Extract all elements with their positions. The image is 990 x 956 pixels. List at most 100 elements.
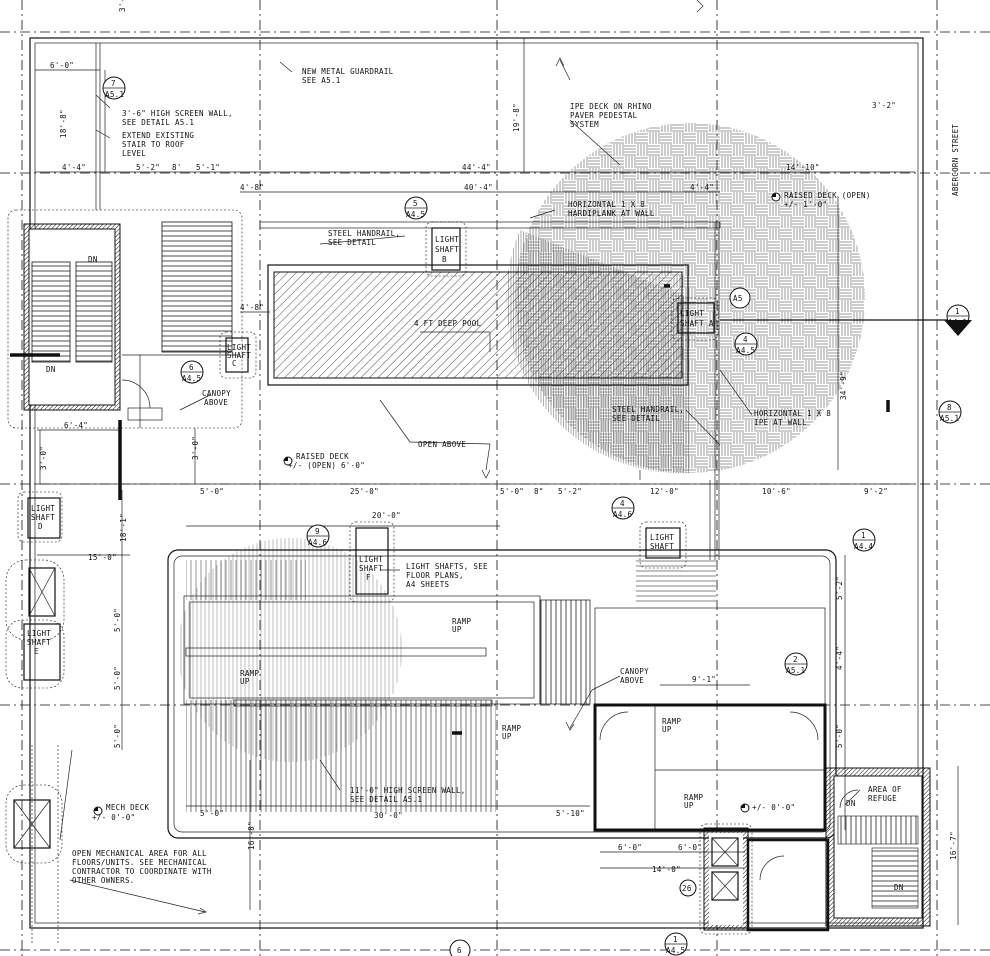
note-open-above: OPEN ABOVE bbox=[418, 440, 466, 449]
svg-text:SEE DETAIL A5.1: SEE DETAIL A5.1 bbox=[350, 795, 422, 804]
svg-text:IPE AT WALL: IPE AT WALL bbox=[754, 418, 807, 427]
svg-text:+/- 1'-0": +/- 1'-0" bbox=[784, 200, 827, 209]
arrow-marks bbox=[197, 0, 704, 915]
detail-bubble-6b: 6 bbox=[449, 939, 471, 956]
note-raised-deck-6: RAISED DECK bbox=[296, 452, 349, 461]
note-raised-deck-open: RAISED DECK (OPEN) bbox=[784, 191, 871, 200]
svg-text:5'-0": 5'-0" bbox=[500, 487, 524, 496]
pool bbox=[259, 221, 721, 560]
svg-text:12'-0": 12'-0" bbox=[650, 487, 679, 496]
detail-bubble-26: 26 bbox=[679, 879, 697, 897]
svg-text:40'-4": 40'-4" bbox=[464, 183, 493, 192]
roof-boundary bbox=[29, 37, 924, 929]
svg-text:LIGHT: LIGHT bbox=[27, 629, 51, 638]
svg-text:19'-8": 19'-8" bbox=[512, 103, 521, 132]
svg-text:5'-0": 5'-0" bbox=[113, 666, 122, 690]
svg-text:SEE DETAIL A5.1: SEE DETAIL A5.1 bbox=[122, 118, 194, 127]
detail-bubble-2: 2A5.1 bbox=[784, 652, 808, 676]
svg-text:3'-0": 3'-0" bbox=[191, 436, 200, 460]
svg-text:SHAFT: SHAFT bbox=[359, 564, 383, 573]
note-steel-handrail-1: STEEL HANDRAIL, bbox=[328, 229, 400, 238]
svg-text:SHAFT: SHAFT bbox=[435, 245, 459, 254]
ramp-up-4: RAMP bbox=[662, 717, 681, 726]
svg-text:SEE DETAIL: SEE DETAIL bbox=[328, 238, 376, 247]
svg-text:UP: UP bbox=[684, 801, 694, 810]
svg-text:LIGHT: LIGHT bbox=[359, 555, 383, 564]
stair-dn-2: DN bbox=[46, 365, 56, 374]
svg-text:SHAFT: SHAFT bbox=[650, 542, 674, 551]
svg-text:A4.5: A4.5 bbox=[406, 210, 425, 219]
svg-text:16'-8": 16'-8" bbox=[247, 821, 256, 850]
note-open-mech: OPEN MECHANICAL AREA FOR ALL bbox=[72, 849, 207, 858]
light-shaft-g: LIGHT SHAFT bbox=[639, 521, 687, 569]
light-shaft-b-label: LIGHT bbox=[435, 235, 459, 244]
ramp-up-2: RAMP bbox=[240, 669, 259, 678]
svg-text:5'-0": 5'-0" bbox=[200, 487, 224, 496]
detail-bubble-9: 9A4.6 bbox=[306, 524, 330, 548]
detail-bubbles: 7A5.1 5A4.5 A5 4A4.5 6A4.5 1A4.1 8A5.1 bbox=[93, 76, 972, 956]
light-shaft-f: LIGHT SHAFT F bbox=[349, 521, 395, 603]
note-hardiplank: HORIZONTAL 1 X 8 bbox=[568, 200, 645, 209]
svg-text:B: B bbox=[442, 255, 447, 264]
svg-text:+/- (OPEN) 6'-0": +/- (OPEN) 6'-0" bbox=[288, 461, 365, 470]
svg-text:A4.5: A4.5 bbox=[736, 346, 755, 355]
svg-text:SHAFT A: SHAFT A bbox=[680, 319, 714, 328]
svg-text:5'-2": 5'-2" bbox=[136, 163, 160, 172]
note-guardrail: NEW METAL GUARDRAIL bbox=[302, 67, 394, 76]
elevation-marker-refuge bbox=[740, 803, 750, 813]
svg-text:4'-4": 4'-4" bbox=[690, 183, 714, 192]
svg-text:+/- 0'-0": +/- 0'-0" bbox=[92, 813, 135, 822]
svg-text:4: 4 bbox=[743, 335, 748, 344]
detail-bubble-1b: 1A4.4 bbox=[852, 528, 876, 552]
svg-text:ABOVE: ABOVE bbox=[204, 398, 228, 407]
note-area-refuge: AREA OF bbox=[868, 785, 902, 794]
light-shaft-d: LIGHT SHAFT D bbox=[27, 497, 61, 539]
svg-text:6'-0": 6'-0" bbox=[618, 843, 642, 852]
svg-text:LIGHT: LIGHT bbox=[31, 504, 55, 513]
svg-text:A4.4: A4.4 bbox=[854, 542, 873, 551]
svg-text:C: C bbox=[232, 359, 237, 368]
svg-text:A4 SHEETS: A4 SHEETS bbox=[406, 580, 450, 589]
svg-text:FLOORS/UNITS. SEE MECHANICAL: FLOORS/UNITS. SEE MECHANICAL bbox=[72, 858, 207, 867]
svg-text:4'-4": 4'-4" bbox=[835, 646, 844, 670]
svg-text:1: 1 bbox=[861, 531, 866, 540]
svg-text:6: 6 bbox=[457, 946, 462, 955]
svg-text:A4.6: A4.6 bbox=[308, 538, 327, 547]
svg-text:5'-0": 5'-0" bbox=[200, 809, 224, 818]
svg-text:18'-8": 18'-8" bbox=[59, 109, 68, 138]
svg-text:A5: A5 bbox=[733, 294, 743, 303]
svg-text:6'-4": 6'-4" bbox=[64, 421, 88, 430]
svg-text:6'-0": 6'-0" bbox=[50, 61, 74, 70]
svg-text:OTHER OWNERS.: OTHER OWNERS. bbox=[72, 876, 135, 885]
stair-core-upper bbox=[7, 209, 243, 500]
svg-text:SHAFT: SHAFT bbox=[227, 351, 251, 360]
svg-text:4'-8": 4'-8" bbox=[240, 183, 264, 192]
svg-text:18'-1": 18'-1" bbox=[119, 513, 128, 542]
svg-text:1: 1 bbox=[955, 307, 960, 316]
svg-text:4'-8": 4'-8" bbox=[240, 303, 264, 312]
svg-text:3'-0": 3'-0" bbox=[39, 446, 48, 470]
svg-text:30'-0": 30'-0" bbox=[374, 811, 403, 820]
note-steel-handrail-2: STEEL HANDRAIL, bbox=[612, 405, 684, 414]
svg-text:5'-10": 5'-10" bbox=[556, 809, 585, 818]
note-ipe-deck: IPE DECK ON RHINO bbox=[570, 102, 652, 111]
note-mech-deck: MECH DECK bbox=[106, 803, 150, 812]
svg-text:SEE DETAIL: SEE DETAIL bbox=[612, 414, 660, 423]
note-pool: 4 FT DEEP POOL bbox=[414, 319, 482, 328]
svg-text:E: E bbox=[34, 647, 39, 656]
svg-text:UP: UP bbox=[662, 725, 672, 734]
detail-bubble-a5: A5 bbox=[729, 287, 751, 309]
svg-text:D: D bbox=[38, 522, 43, 531]
note-canopy-2: CANOPY bbox=[620, 667, 649, 676]
detail-bubble-5: 5A4.5 bbox=[404, 196, 428, 220]
note-extend-stair: EXTEND EXISTING bbox=[122, 131, 194, 140]
svg-text:A5.1: A5.1 bbox=[105, 90, 124, 99]
svg-text:A4.5: A4.5 bbox=[666, 946, 685, 955]
mech-unit-boxes bbox=[13, 799, 739, 901]
svg-text:3'-2": 3'-2" bbox=[118, 0, 127, 12]
svg-text:5'-0": 5'-0" bbox=[113, 608, 122, 632]
detail-bubble-7: 7A5.1 bbox=[102, 76, 126, 100]
note-elev-refuge: +/- 0'-0" bbox=[752, 803, 795, 812]
stair-core-lower bbox=[699, 767, 931, 935]
